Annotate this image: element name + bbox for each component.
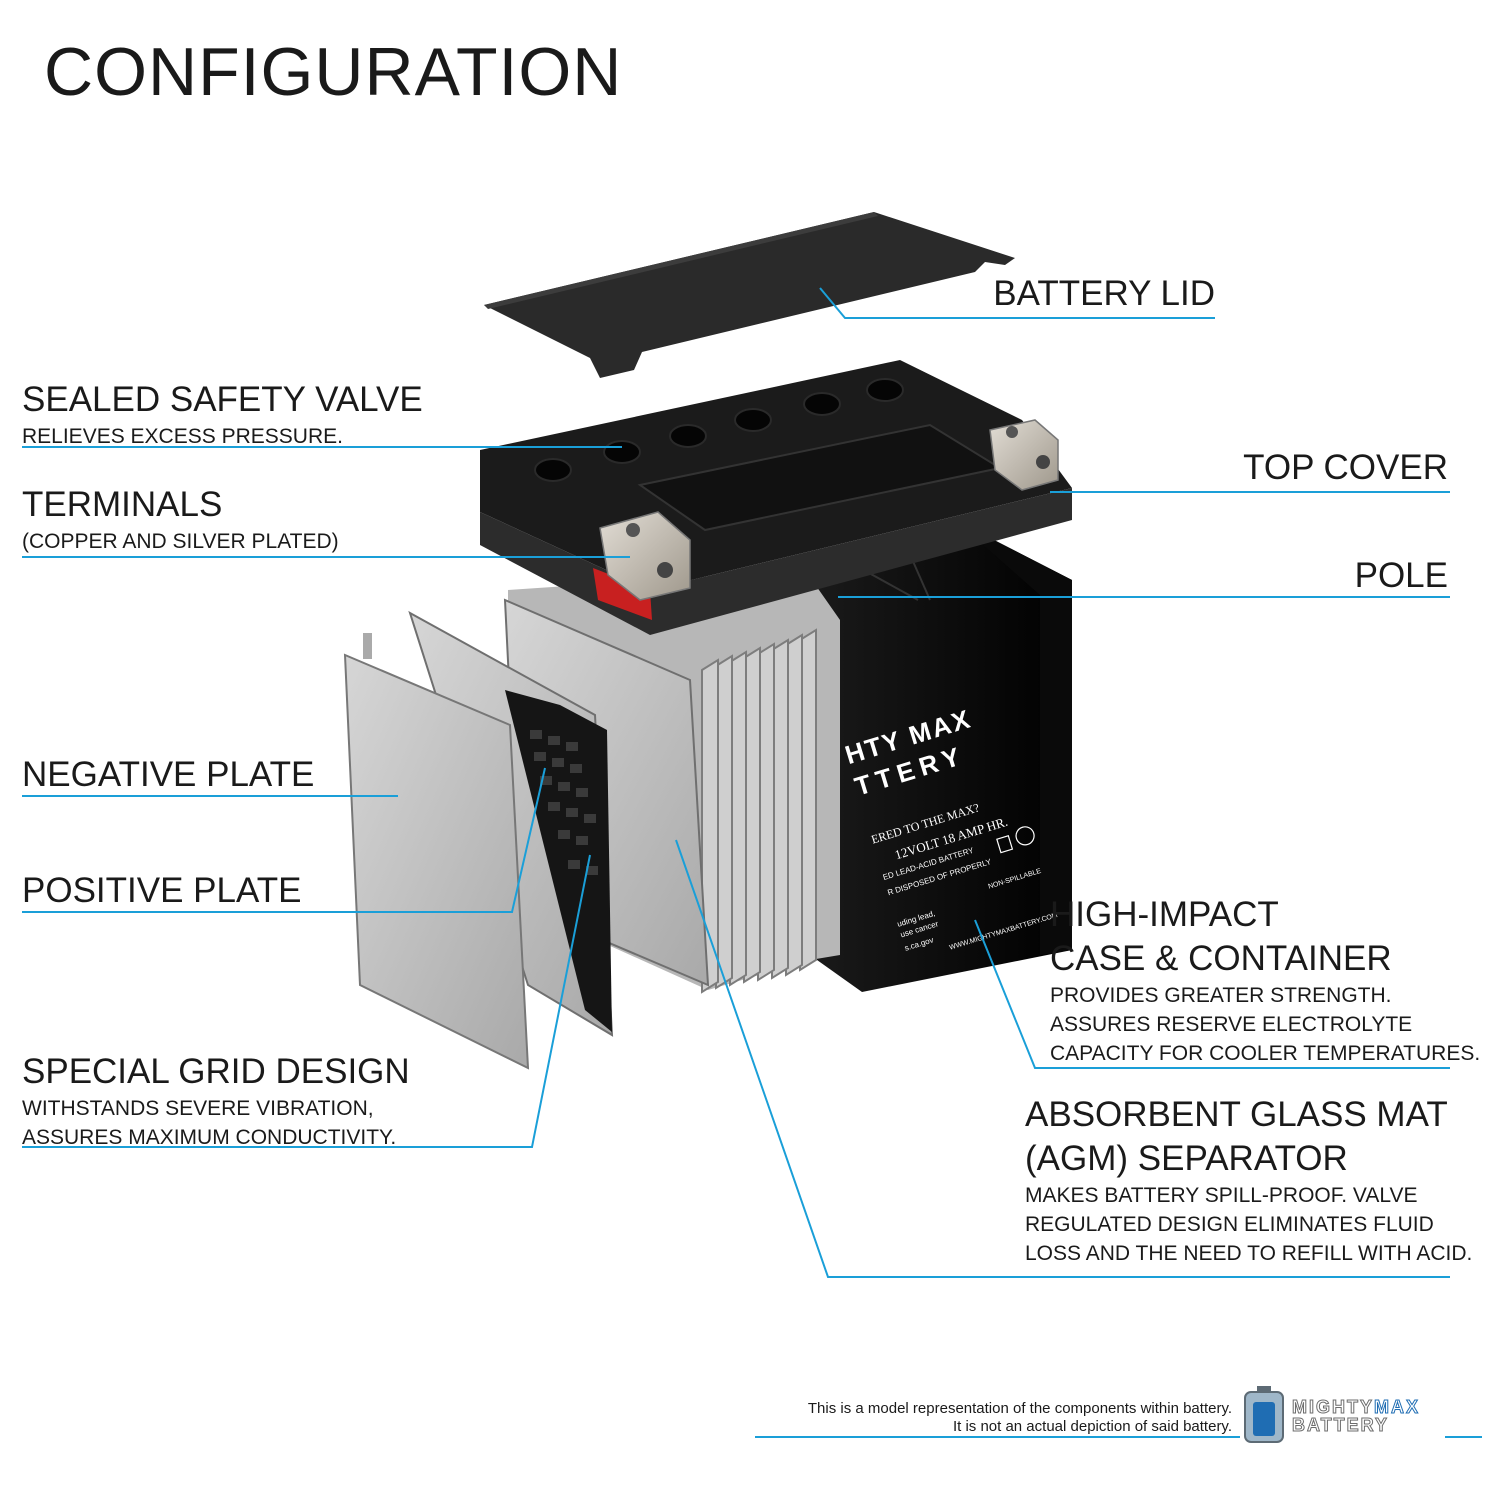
brand-logo: MIGHTYMAX BATTERY xyxy=(1292,1397,1420,1435)
battery-lid xyxy=(484,212,1015,378)
label-safety-valve: SEALED SAFETY VALVE RELIEVES EXCESS PRES… xyxy=(22,378,423,451)
leader-grid xyxy=(22,854,591,1148)
terminals-sub: (COPPER AND SILVER PLATED) xyxy=(22,530,339,553)
disclaimer-line-1: This is a model representation of the co… xyxy=(807,1400,1232,1417)
recycle-icon xyxy=(1015,826,1035,846)
leader-lines xyxy=(22,287,1482,1438)
agm-title-1: ABSORBENT GLASS MAT xyxy=(1025,1095,1448,1134)
grid-title: SPECIAL GRID DESIGN xyxy=(22,1052,410,1091)
terminal-posts xyxy=(599,419,1059,601)
logo-part-2: MAX xyxy=(1374,1397,1420,1417)
label-battery-lid: BATTERY LID xyxy=(993,274,1215,313)
case-sub-2: ASSURES RESERVE ELECTROLYTE xyxy=(1050,1013,1413,1036)
label-top-cover: TOP COVER xyxy=(1243,448,1448,487)
label-grid: SPECIAL GRID DESIGN WITHSTANDS SEVERE VI… xyxy=(22,1050,410,1152)
label-terminals: TERMINALS (COPPER AND SILVER PLATED) xyxy=(22,483,339,556)
logo-part-3: BATTERY xyxy=(1292,1415,1389,1435)
label-negative-plate: NEGATIVE PLATE xyxy=(22,755,315,794)
label-agm: ABSORBENT GLASS MAT (AGM) SEPARATOR MAKE… xyxy=(1025,1093,1472,1268)
agm-sub-2: REGULATED DESIGN ELIMINATES FLUID xyxy=(1025,1213,1434,1236)
safety-valve-sub: RELIEVES EXCESS PRESSURE. xyxy=(22,425,343,448)
agm-sub-1: MAKES BATTERY SPILL-PROOF. VALVE xyxy=(1025,1184,1418,1207)
battery-logo-icon xyxy=(1244,1386,1284,1443)
negative-plate xyxy=(343,633,530,1070)
label-positive-plate: POSITIVE PLATE xyxy=(22,871,302,910)
grid-sub-2: ASSURES MAXIMUM CONDUCTIVITY. xyxy=(22,1126,397,1149)
grid-sub-1: WITHSTANDS SEVERE VIBRATION, xyxy=(22,1097,374,1120)
safety-valve-title: SEALED SAFETY VALVE xyxy=(22,380,423,419)
label-case: HIGH-IMPACT CASE & CONTAINER PROVIDES GR… xyxy=(1050,893,1480,1068)
logo-part-1: MIGHTY xyxy=(1292,1397,1374,1417)
leader-agm xyxy=(675,839,1450,1278)
agm-sub-3: LOSS AND THE NEED TO REFILL WITH ACID. xyxy=(1025,1242,1473,1265)
case-title-2: CASE & CONTAINER xyxy=(1050,939,1392,978)
case-sub-3: CAPACITY FOR COOLER TEMPERATURES. xyxy=(1050,1042,1481,1065)
leader-case xyxy=(974,919,1450,1069)
agm-title-2: (AGM) SEPARATOR xyxy=(1025,1139,1348,1178)
page-title: CONFIGURATION xyxy=(44,34,623,110)
label-pole: POLE xyxy=(1354,556,1448,595)
bin-icon xyxy=(996,834,1014,854)
disclaimer-line-2: It is not an actual depiction of said ba… xyxy=(952,1418,1232,1435)
terminals-title: TERMINALS xyxy=(22,485,223,524)
disclaimer: This is a model representation of the co… xyxy=(808,1400,1232,1436)
case-title-1: HIGH-IMPACT xyxy=(1050,895,1279,934)
leader-battery-lid xyxy=(819,287,1215,319)
leader-positive-plate xyxy=(22,767,546,913)
case-sub-1: PROVIDES GREATER STRENGTH. xyxy=(1050,984,1392,1007)
